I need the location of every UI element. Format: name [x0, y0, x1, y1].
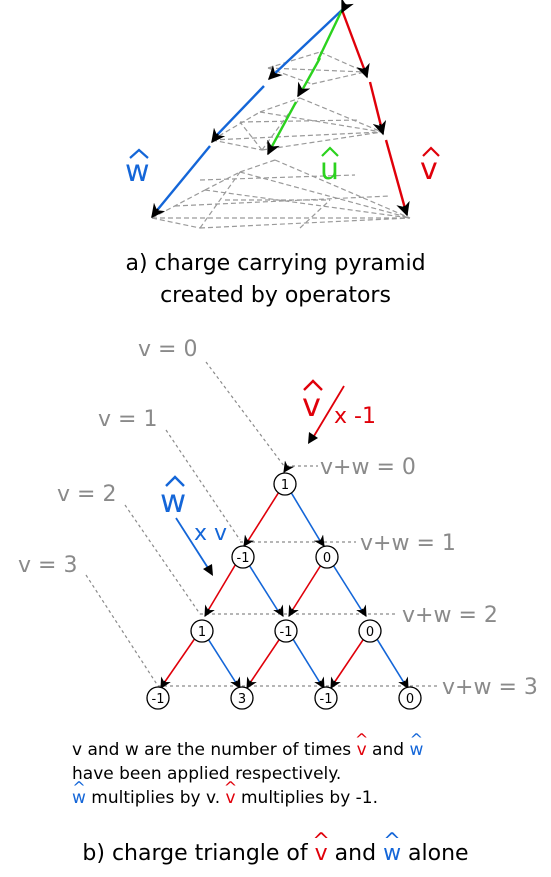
caption-b-text: alone [401, 841, 469, 866]
svg-text:0: 0 [406, 692, 414, 707]
v-label-0: v = 0 [138, 337, 197, 362]
vw-label-3: v+w = 3 [442, 675, 538, 700]
w-hat-symbol: w [383, 838, 401, 870]
svg-text:w: w [160, 482, 186, 520]
vw-guides [158, 465, 438, 687]
svg-text:-1: -1 [280, 625, 293, 640]
w-operator-annotation: w x v [160, 475, 227, 576]
v-label-2: v = 2 [57, 482, 116, 507]
w-edge-arrowheads [151, 65, 283, 219]
svg-text:-1: -1 [320, 692, 333, 707]
w-operator-edge [153, 9, 343, 215]
node-r3-c1: 3 [230, 686, 254, 710]
explanation-line1: v and w are the number of times v and w [72, 738, 423, 762]
caption-b-text: and [327, 841, 384, 866]
note-text: have been applied respectively. [72, 764, 342, 784]
v-operator-annotation: v x -1 [302, 379, 376, 444]
v-edge-arrowheads [356, 62, 410, 217]
svg-text:v: v [420, 152, 438, 187]
svg-text:x v: x v [194, 521, 227, 546]
node-r3-c2: -1 [314, 686, 338, 710]
pyramid-figure: w u v [125, 0, 440, 229]
label-w-hat: w [125, 148, 150, 189]
node-r0-c0: 1 [273, 472, 297, 496]
node-r1-c0: -1 [231, 545, 255, 569]
caption-a-line1: a) charge carrying pyramid [125, 251, 426, 276]
vw-label-0: v+w = 0 [320, 455, 416, 480]
svg-text:3: 3 [238, 692, 246, 707]
svg-text:u: u [320, 152, 339, 187]
vw-label-1: v+w = 1 [360, 531, 456, 556]
svg-text:w: w [125, 154, 150, 189]
node-r2-c0: 1 [190, 619, 214, 643]
blue-edges [202, 483, 407, 687]
v-operator-edge [340, 9, 408, 213]
node-r2-c1: -1 [274, 619, 298, 643]
v-hat-symbol: v [357, 738, 367, 762]
explanation-line3: w multiplies by v. v multiplies by -1. [72, 786, 378, 810]
w-hat-symbol: w [72, 786, 86, 810]
v-hat-symbol: v [315, 838, 328, 870]
pyramid-dashed-structure [151, 51, 411, 229]
caption-a: a) charge carrying pyramid created by op… [0, 248, 551, 312]
triangle-nodes: 1 -1 0 1 -1 0 -1 3 -1 0 [146, 472, 422, 710]
svg-text:-1: -1 [152, 692, 165, 707]
caption-b: b) charge triangle of v and w alone [0, 838, 551, 870]
explanation-line2: have been applied respectively. [72, 762, 341, 786]
v-hat-symbol: v [226, 786, 236, 810]
note-text: v and w are the number of times [72, 740, 357, 760]
triangle-arrowheads [160, 460, 409, 689]
note-text: multiplies by -1. [235, 788, 379, 808]
caption-a-line2: created by operators [160, 283, 391, 308]
w-hat-symbol: w [409, 738, 423, 762]
u-edge-arrowheads [267, 0, 354, 156]
note-text: and [366, 740, 410, 760]
vw-level-labels: v+w = 0 v+w = 1 v+w = 2 v+w = 3 [320, 455, 538, 700]
svg-text:1: 1 [198, 625, 206, 640]
svg-text:1: 1 [281, 478, 289, 493]
svg-text:0: 0 [323, 551, 331, 566]
node-r1-c1: 0 [315, 545, 339, 569]
svg-text:0: 0 [366, 625, 374, 640]
node-r2-c2: 0 [358, 619, 382, 643]
label-u-hat: u [320, 146, 339, 187]
red-edges [161, 483, 370, 687]
vw-label-2: v+w = 2 [402, 603, 498, 628]
node-r3-c0: -1 [146, 686, 170, 710]
v-label-1: v = 1 [98, 407, 157, 432]
svg-text:x -1: x -1 [334, 404, 376, 429]
note-text: multiplies by v. [85, 788, 226, 808]
svg-text:-1: -1 [237, 551, 250, 566]
v-guides [85, 361, 285, 687]
caption-b-text: b) charge triangle of [82, 841, 315, 866]
v-level-labels: v = 0 v = 1 v = 2 v = 3 [18, 337, 197, 578]
charge-triangle-figure: 1 -1 0 1 -1 0 -1 3 -1 0 v = 0 v = 1 v = … [18, 337, 538, 710]
label-v-hat: v [420, 146, 440, 187]
node-r3-c3: 0 [398, 686, 422, 710]
svg-text:v: v [302, 386, 321, 424]
v-label-3: v = 3 [18, 553, 77, 578]
